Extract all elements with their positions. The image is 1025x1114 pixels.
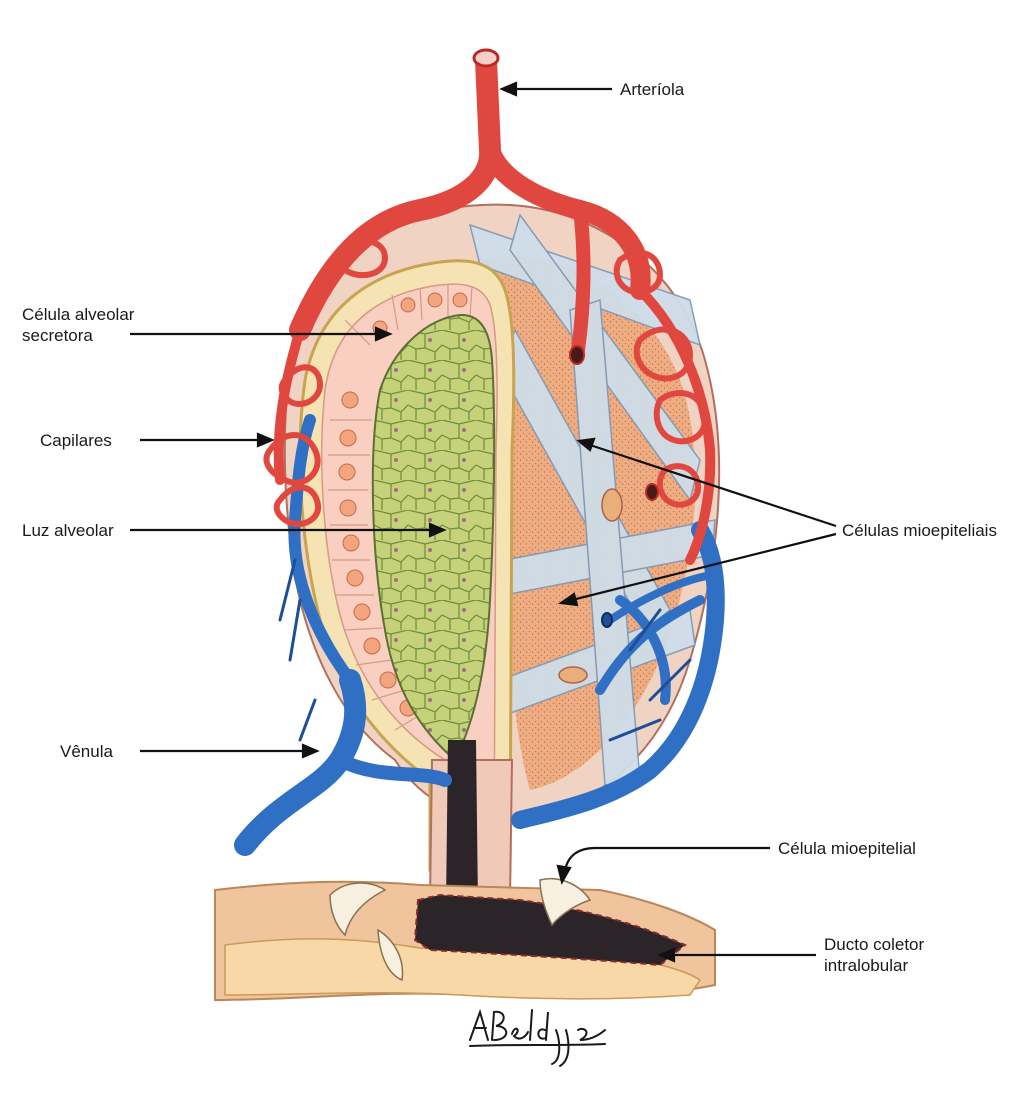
label-capilares: Capilares bbox=[40, 430, 112, 451]
duct-stalk bbox=[430, 740, 512, 905]
capillary-opening bbox=[646, 484, 658, 500]
myoepithelial-nucleus bbox=[602, 489, 622, 521]
label-arteriola: Arteríola bbox=[620, 79, 684, 100]
label-venula: Vênula bbox=[60, 741, 113, 762]
venule-opening bbox=[602, 613, 612, 627]
arrow-celula-mioepitelial bbox=[565, 848, 770, 870]
label-luz-alveolar: Luz alveolar bbox=[22, 520, 114, 541]
label-ducto-coletor-intralobular: Ducto coletor intralobular bbox=[824, 934, 924, 976]
label-celula-alveolar-secretora: Célula alveolar secretora bbox=[22, 304, 134, 346]
myoepithelial-nucleus bbox=[559, 667, 587, 683]
label-celula-mioepitelial: Célula mioepitelial bbox=[778, 838, 916, 859]
label-celulas-mioepiteliais: Células mioepiteliais bbox=[842, 520, 997, 541]
intralobular-duct bbox=[215, 879, 715, 1000]
capillary-opening bbox=[570, 346, 584, 364]
arteriole-opening bbox=[474, 50, 498, 66]
artist-signature bbox=[470, 1010, 605, 1066]
